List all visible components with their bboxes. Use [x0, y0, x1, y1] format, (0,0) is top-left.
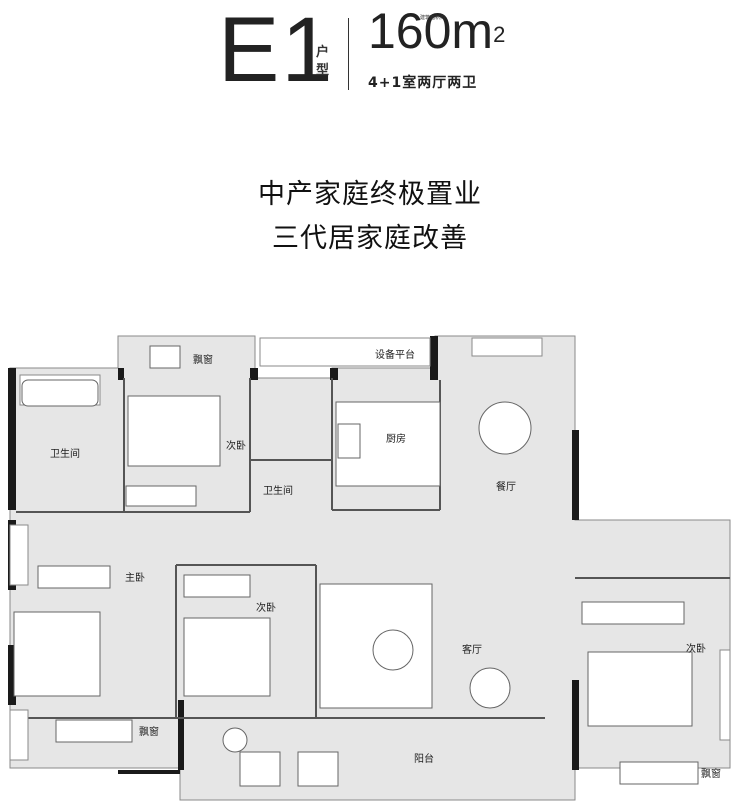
floor-area-value: 160m [368, 3, 494, 59]
floor-area-unit: 2 [493, 22, 506, 47]
label-bay-window-left: 飘窗 [139, 725, 159, 738]
label-equipment-platform: 设备平台 [375, 348, 415, 361]
label-balcony: 阳台 [414, 752, 434, 765]
label-bath-left: 卫生间 [50, 447, 80, 460]
label-second-bedroom-mid: 次卧 [256, 601, 276, 614]
label-kitchen: 厨房 [386, 432, 406, 445]
interior-walls [16, 378, 730, 719]
furniture [13, 345, 699, 787]
label-master-bedroom: 主卧 [125, 571, 145, 584]
floor-area-tag: 建筑面积约 [420, 15, 446, 21]
floor-area: 160m2 [368, 6, 505, 56]
header-divider [348, 18, 349, 90]
unit-type-code: E1 [218, 0, 335, 101]
slogan-line-1: 中产家庭终极置业 [258, 179, 482, 210]
label-bay-window-top: 飘窗 [193, 353, 213, 366]
floor-plan: 飘窗 设备平台 卫生间 次卧 厨房 卫生间 餐厅 主卧 次卧 客厅 次卧 飘窗 … [8, 335, 731, 801]
label-dining: 餐厅 [496, 480, 516, 493]
slogan-line-2: 三代居家庭改善 [272, 223, 468, 254]
unit-type-word: 户型 [316, 45, 330, 78]
plan-header: E1 户型 160m2 建筑面积约 4+1室两厅两卫 [0, 0, 740, 120]
label-bath-mid: 卫生间 [263, 484, 293, 497]
label-second-bedroom-top: 次卧 [226, 439, 246, 452]
label-living: 客厅 [462, 643, 482, 656]
label-bay-window-right: 飘窗 [701, 767, 721, 780]
label-second-bedroom-right: 次卧 [686, 642, 706, 655]
room-configuration: 4+1室两厅两卫 [368, 75, 478, 91]
